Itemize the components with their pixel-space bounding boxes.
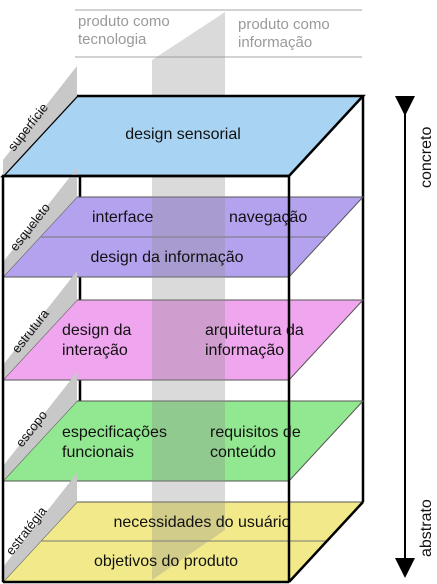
label-arquitetura-da: arquitetura da (205, 322, 304, 339)
label-necessidades-do-usuario: necessidades do usuário (113, 514, 290, 531)
header-left: produto como tecnologia (78, 13, 170, 49)
header-left-line2: tecnologia (78, 31, 147, 48)
label-design-da: design da (62, 322, 131, 339)
axis-label-concreto: concreto (418, 127, 435, 188)
side-bands (3, 66, 77, 582)
box-front-edges (1, 174, 365, 584)
axis-label-abstrato: abstrato (418, 499, 435, 557)
label-informacao: informação (205, 342, 284, 359)
label-objetivos-do-produto: objetivos do produto (94, 553, 238, 570)
label-design-sensorial: design sensorial (125, 126, 241, 143)
header-right-line2: informação (238, 34, 313, 51)
header-right-line1: produto como (238, 16, 330, 33)
header-right: produto como informação (238, 16, 330, 52)
label-requisitos-de: requisitos de (210, 424, 301, 441)
header-left-line1: produto como (78, 13, 170, 30)
label-interface: interface (92, 209, 153, 226)
label-conteudo: conteúdo (210, 444, 276, 461)
label-design-da-informacao: design da informação (91, 249, 244, 266)
label-funcionais: funcionais (62, 444, 134, 461)
label-interacao: interação (62, 342, 128, 359)
label-especificacoes: especificações (62, 424, 167, 441)
label-navegacao: navegação (229, 209, 307, 226)
